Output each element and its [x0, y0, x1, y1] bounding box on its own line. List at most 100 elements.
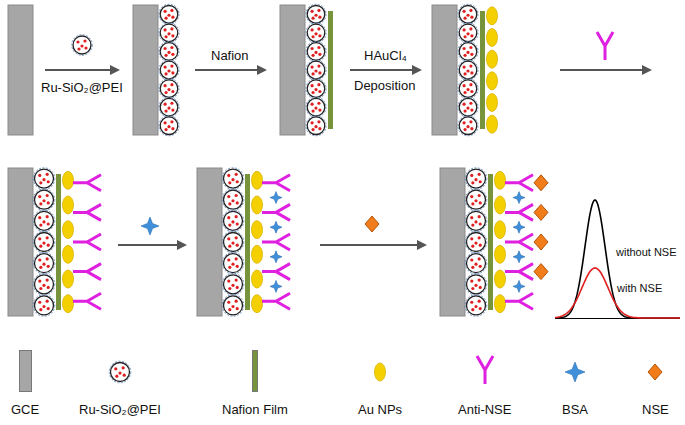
nse-diamond — [534, 264, 548, 280]
pei-shell — [159, 60, 179, 80]
ru-dot — [310, 65, 313, 68]
ru-sio2-particle — [306, 4, 326, 24]
silica-core — [459, 24, 477, 42]
ru-dot — [317, 83, 320, 86]
ru-dot — [170, 9, 173, 12]
ru-sio2-particle — [159, 41, 179, 61]
ru-sio2-particle — [458, 23, 478, 43]
silica-core — [111, 363, 130, 382]
ru-dot — [318, 16, 321, 19]
ru-dot — [47, 244, 50, 247]
ru-dot — [470, 127, 473, 130]
silica-core — [459, 6, 477, 24]
ru-sio2-particle — [465, 210, 487, 232]
ru-dot — [471, 266, 474, 269]
ru-dot — [46, 236, 49, 239]
step-label: HAuCl₄ — [364, 48, 407, 64]
pei-shell — [306, 116, 326, 136]
ru-dot — [470, 174, 473, 177]
ru-dot — [318, 34, 321, 37]
silica-core — [467, 296, 486, 315]
ru-dot — [310, 103, 313, 106]
silica-core — [467, 169, 486, 188]
silica-core — [35, 275, 54, 294]
silica-core — [459, 43, 477, 61]
antibody — [73, 175, 101, 191]
pei-shell — [222, 210, 244, 232]
ru-dot — [46, 215, 49, 218]
ru-dot — [38, 258, 41, 261]
step-label: with NSE — [617, 280, 662, 296]
silica-core — [160, 117, 178, 135]
au-nanoparticle — [487, 50, 498, 68]
au-nanoparticle — [375, 363, 386, 381]
silica-core — [35, 169, 54, 188]
ru-dot — [227, 280, 230, 283]
antibody — [262, 204, 290, 220]
ru-dot — [235, 257, 238, 260]
ru-dot — [167, 14, 170, 17]
ru-dot — [167, 51, 170, 54]
ru-dot — [310, 28, 313, 31]
ru-dot — [164, 17, 167, 20]
ru-dot — [469, 9, 472, 12]
step-arrow — [560, 69, 650, 71]
ru-dot — [227, 216, 230, 219]
silica-core — [224, 296, 243, 315]
pei-shell — [458, 41, 478, 61]
silica-core — [459, 117, 477, 135]
ru-dot — [462, 65, 465, 68]
ru-dot — [314, 51, 317, 54]
legend-label: GCE — [11, 402, 39, 418]
au-nanoparticle — [487, 7, 498, 25]
ru-dot — [164, 109, 167, 112]
ru-sio2-particle — [306, 116, 326, 136]
pei-shell — [465, 189, 487, 211]
silica-core — [307, 43, 325, 61]
legend-swatch — [252, 350, 258, 392]
ru-dot — [470, 216, 473, 219]
silica-core — [467, 275, 486, 294]
antibody — [505, 293, 533, 309]
ru-dot — [170, 120, 173, 123]
ru-sio2-particle — [159, 23, 179, 43]
silica-core — [224, 275, 243, 294]
ru-dot — [235, 215, 238, 218]
step-arrow — [45, 69, 118, 71]
ru-dot — [163, 47, 166, 50]
pei-shell — [465, 231, 487, 253]
ru-dot — [478, 278, 481, 281]
ru-dot — [466, 107, 469, 110]
ru-dot — [470, 258, 473, 261]
silica-core — [307, 80, 325, 98]
legend-label: Au NPs — [358, 402, 402, 418]
ru-dot — [470, 16, 473, 19]
ru-dot — [479, 286, 482, 289]
bsa-star — [513, 251, 525, 263]
ru-dot — [39, 266, 42, 269]
ru-dot — [317, 9, 320, 12]
ru-dot — [170, 102, 173, 105]
ru-sio2-particle — [159, 4, 179, 24]
pei-shell — [222, 168, 244, 190]
ru-dot — [163, 84, 166, 87]
pei-shell — [33, 168, 55, 190]
silica-core — [467, 211, 486, 230]
step-label: Nafion — [211, 48, 249, 64]
ru-dot — [163, 28, 166, 31]
antibody — [262, 175, 290, 191]
pei-shell — [306, 97, 326, 117]
ru-dot — [462, 28, 465, 31]
au-nanoparticle — [63, 245, 74, 263]
nafion-film — [480, 11, 485, 129]
au-nanoparticle — [63, 196, 74, 214]
ru-dot — [236, 222, 239, 225]
ru-dot — [471, 223, 474, 226]
ru-dot — [479, 222, 482, 225]
antibody — [505, 264, 533, 280]
ru-dot — [38, 195, 41, 198]
step-arrow — [350, 69, 420, 71]
bsa-star — [513, 192, 525, 204]
ru-dot — [227, 237, 230, 240]
ru-dot — [466, 88, 469, 91]
